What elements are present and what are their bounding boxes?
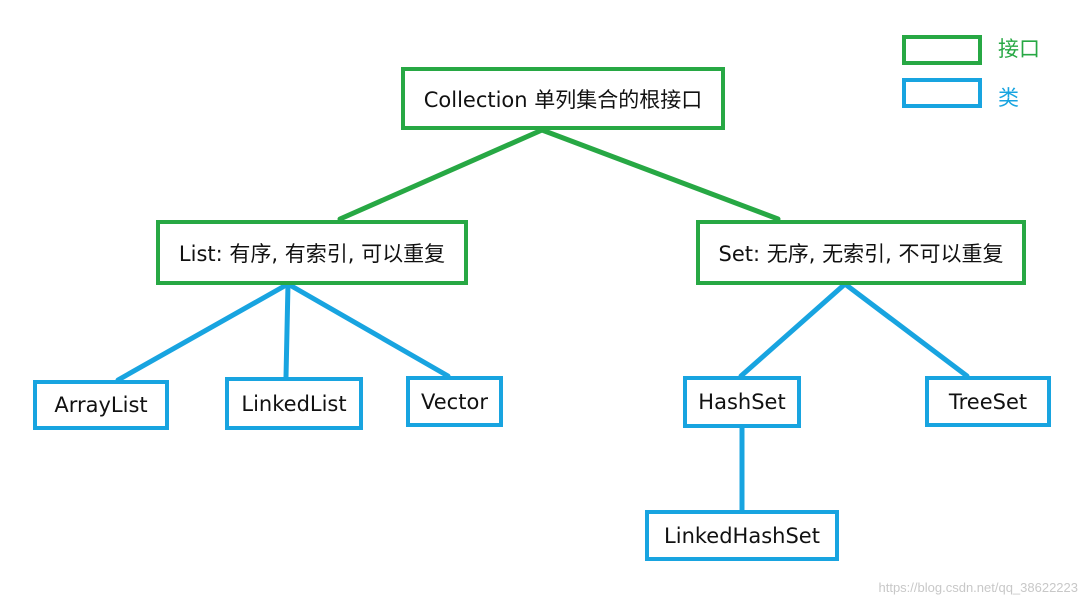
legend-class-label: 类 <box>998 86 1019 110</box>
arraylist-node: ArrayList <box>33 380 169 430</box>
treeset-node: TreeSet <box>925 376 1051 427</box>
edge-list-arraylist <box>115 281 291 383</box>
edge-list-vector <box>285 281 451 379</box>
vector-node: Vector <box>406 376 503 427</box>
hashset-node: HashSet <box>683 376 801 428</box>
watermark: https://blog.csdn.net/qq_38622223 <box>878 580 1079 595</box>
edge-layer <box>115 127 970 513</box>
legend-interface-swatch <box>902 35 982 65</box>
edge-collection-list <box>337 127 545 222</box>
legend-class-swatch <box>902 78 982 108</box>
list-node: List: 有序, 有索引, 可以重复 <box>156 220 468 285</box>
edge-collection-set <box>539 127 781 222</box>
edge-set-treeset <box>842 281 970 379</box>
collection-node: Collection 单列集合的根接口 <box>401 67 725 130</box>
edge-list-linkedlist <box>283 281 291 380</box>
linkedhashset-node: LinkedHashSet <box>645 510 839 561</box>
legend-interface-label: 接口 <box>998 37 1040 61</box>
edge-set-hashset <box>738 281 848 379</box>
set-node: Set: 无序, 无索引, 不可以重复 <box>696 220 1026 285</box>
linkedlist-node: LinkedList <box>225 377 363 430</box>
